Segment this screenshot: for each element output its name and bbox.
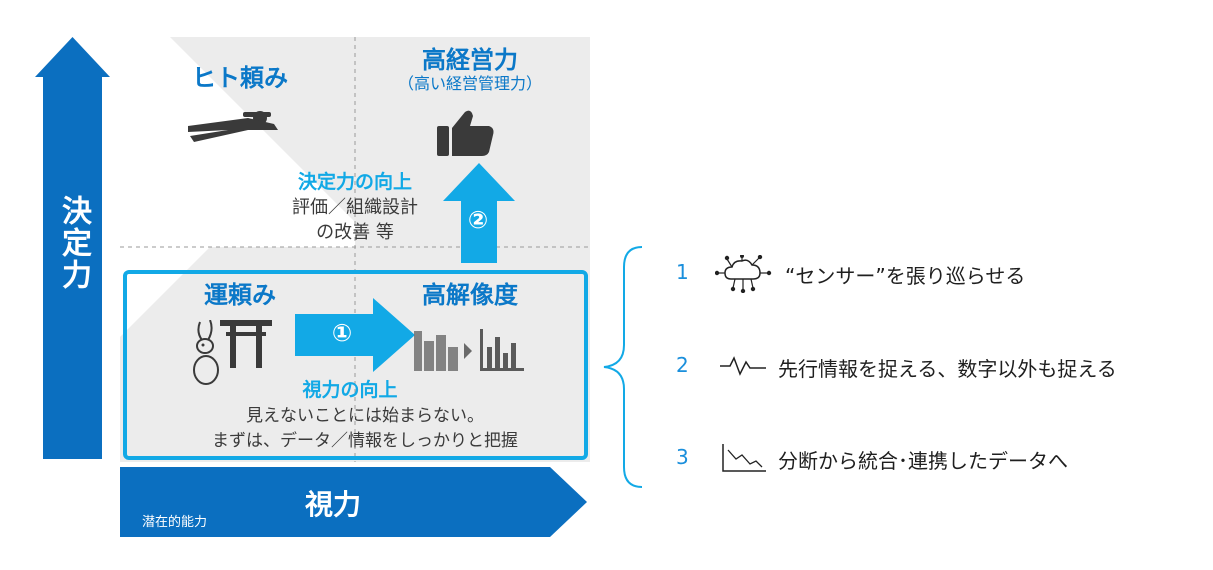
horizontal-axis-arrow xyxy=(120,467,587,537)
vertical-axis: 決定力 顕在能力 xyxy=(35,37,110,488)
horizontal-axis-title: 視力 xyxy=(305,488,362,521)
vision-improvement-arrow xyxy=(295,298,415,372)
list-item-3: 3 分断から統合･連携したデータへ xyxy=(670,440,1190,476)
horizontal-axis-sublabel: 潜在的能力 xyxy=(142,515,208,530)
rabbit-icon xyxy=(193,320,219,385)
list-item-1: 1 “センサー”を張り巡らせる xyxy=(670,255,1190,293)
quadrant-subtitle-high-management: （高い経営管理力） xyxy=(397,74,542,93)
list-item-text: 分断から統合･連携したデータへ xyxy=(778,449,1068,473)
vertical-axis-arrow xyxy=(35,37,110,459)
cloud-network-icon xyxy=(715,255,772,293)
quadrant-title-high-resolution: 高解像度 xyxy=(422,281,518,309)
arrow-2-label: ② xyxy=(467,206,489,234)
vision-highlight-frame xyxy=(123,270,588,460)
decision-improvement-line-1: 評価／組織設計 xyxy=(292,197,418,218)
list-item-2: 2 先行情報を捉える、数字以外も捉える xyxy=(670,348,1190,384)
decision-improvement-heading: 決定力の向上 xyxy=(297,171,412,193)
list-item-number: 1 xyxy=(676,260,689,284)
pulse-icon xyxy=(720,356,766,376)
vertical-axis-sublabel: 顕在能力 xyxy=(39,473,92,488)
horizontal-axis: 視力 潜在的能力 xyxy=(120,467,587,537)
vision-improvement-line-2: まずは、データ／情報をしっかりと把握 xyxy=(212,431,518,451)
lying-person-icon xyxy=(188,111,278,142)
vision-improvement-line-1: 見えないことには始まらない。 xyxy=(246,406,484,426)
arrow-1-label: ① xyxy=(331,319,353,347)
list-item-number: 2 xyxy=(676,353,689,377)
list-item-text: “センサー”を張り巡らせる xyxy=(785,264,1026,288)
list-item-number: 3 xyxy=(676,445,689,469)
quadrant-title-hito-danomi: ヒト頼み xyxy=(192,64,288,92)
quadrant-title-un-danomi: 運頼み xyxy=(204,281,276,309)
curly-brace xyxy=(603,246,643,488)
decision-improvement-line-2: の改善 等 xyxy=(316,222,394,243)
vertical-axis-title: 決定力 xyxy=(56,195,91,291)
vision-improvement-heading: 視力の向上 xyxy=(302,379,398,401)
torii-gate-icon xyxy=(220,320,272,368)
chart-clarifying-icon xyxy=(414,329,524,371)
decision-improvement-arrow xyxy=(443,163,515,263)
decline-chart-icon xyxy=(722,444,766,472)
list-item-text: 先行情報を捉える、数字以外も捉える xyxy=(778,357,1117,381)
thumbs-up-icon xyxy=(437,110,494,156)
quadrant-title-high-management: 高経営力 xyxy=(422,46,518,74)
